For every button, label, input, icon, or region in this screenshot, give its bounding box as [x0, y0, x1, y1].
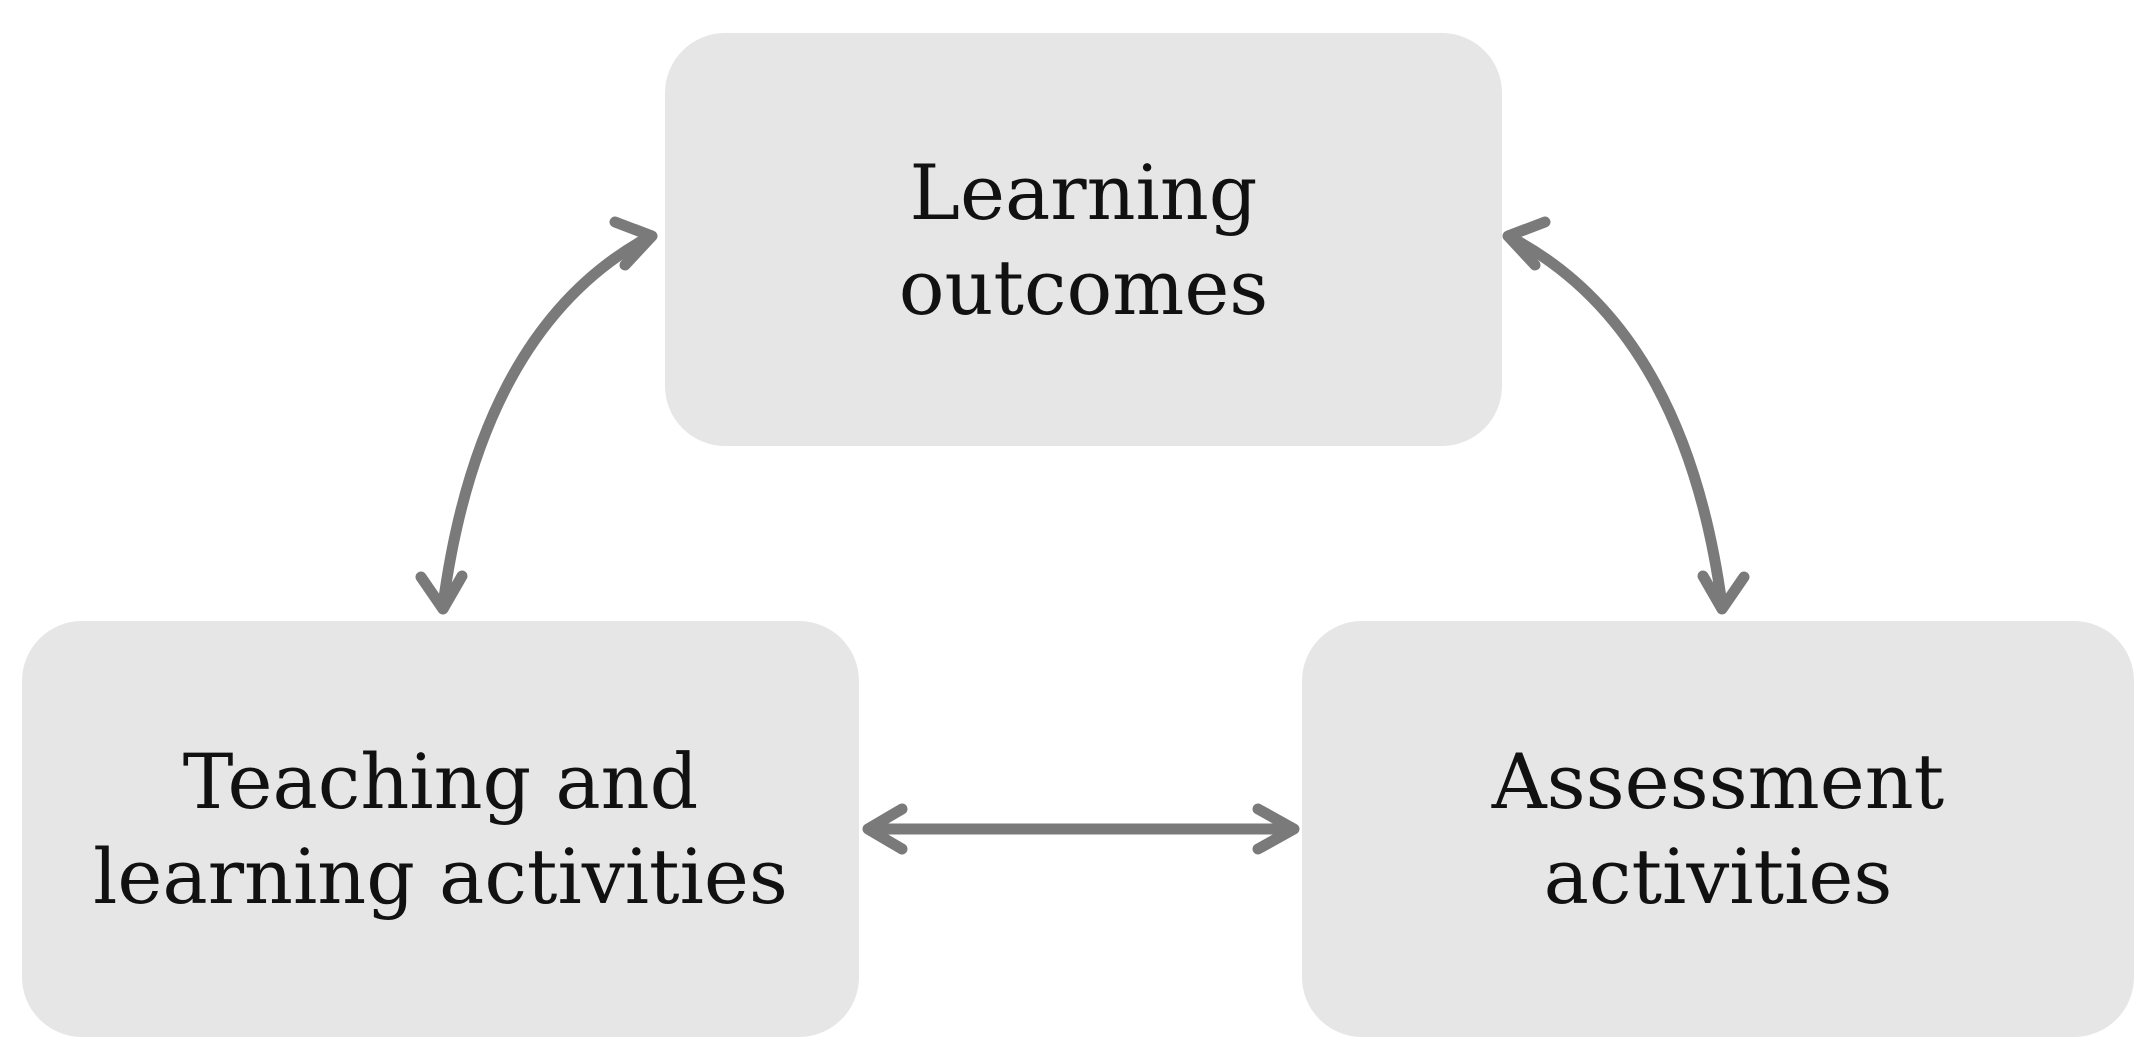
- arrow-top-left: [437, 232, 653, 611]
- label-line: outcomes: [898, 242, 1269, 332]
- label-line: Learning: [909, 147, 1258, 237]
- assessment-activities-box: Assessment activities: [1302, 621, 2134, 1037]
- assessment-activities-label: Assessment activities: [1492, 734, 1944, 924]
- label-line: learning activities: [93, 832, 788, 921]
- teaching-learning-activities-label: Teaching and learning activities: [93, 734, 788, 924]
- arrow-top-right: [1506, 232, 1728, 611]
- learning-outcomes-box: Learning outcomes: [665, 33, 1502, 446]
- label-line: activities: [1543, 832, 1893, 921]
- arrowhead-top-left-lower: [415, 570, 468, 615]
- learning-outcomes-label: Learning outcomes: [899, 145, 1269, 335]
- arrowhead-top-right-upper: [1502, 216, 1551, 271]
- arrowhead-top-left-upper: [609, 216, 658, 271]
- teaching-learning-activities-box: Teaching and learning activities: [22, 621, 859, 1037]
- arrowhead-left-right-right: [1252, 803, 1300, 855]
- label-line: Teaching and: [182, 737, 699, 826]
- arrowhead-top-right-lower: [1697, 570, 1750, 615]
- label-line: Assessment: [1491, 737, 1945, 826]
- arrowhead-left-right-left: [862, 803, 908, 855]
